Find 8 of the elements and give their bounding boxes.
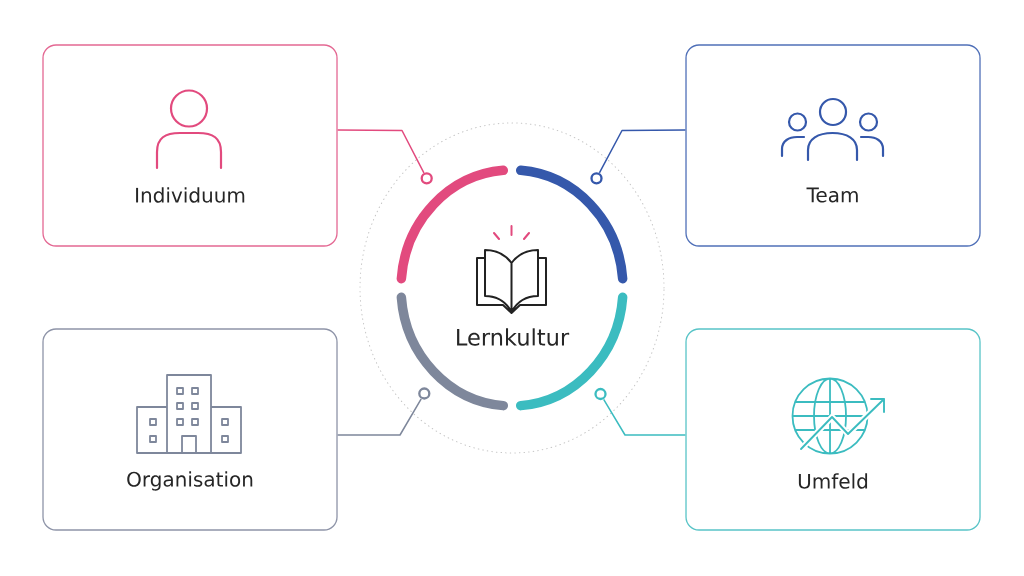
connector-line [336, 129, 425, 174]
connector-line [336, 398, 422, 436]
connector-line [598, 129, 687, 174]
category-box: Individuum [42, 44, 338, 247]
category-box: Team [685, 44, 981, 247]
connector-line [602, 398, 687, 436]
category-box: Umfeld [685, 328, 981, 531]
category-box: Organisation [42, 328, 338, 531]
